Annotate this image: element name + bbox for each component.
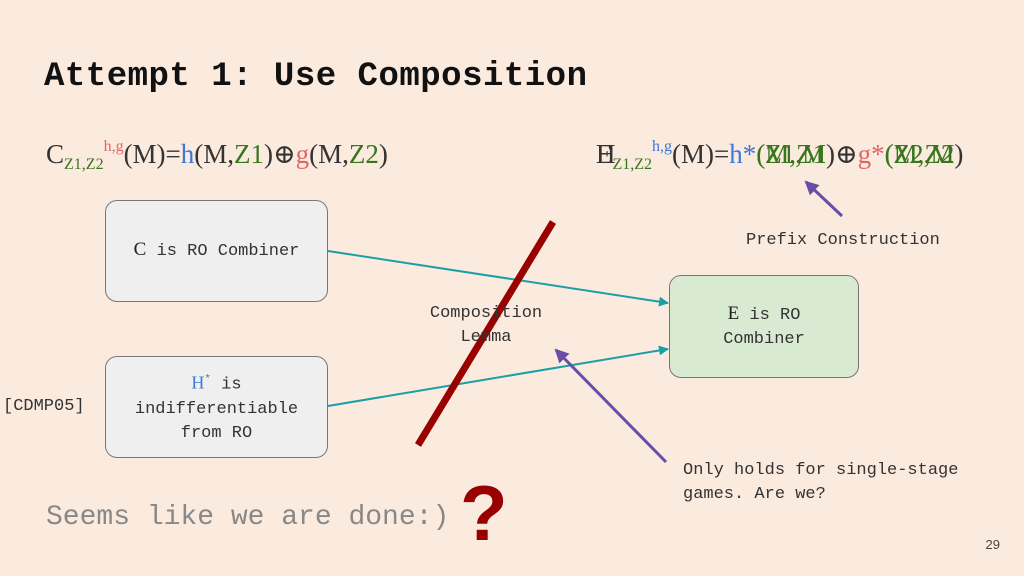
seems-done-text: Seems like we are done:) (46, 502, 450, 533)
red-cross-line (415, 220, 556, 447)
formula-h-under: H (596, 139, 616, 169)
box-e-line1: is RO (739, 305, 801, 325)
formula-right-oplus: )⊕ (826, 139, 858, 169)
box-e-line2: Combiner (723, 329, 805, 349)
box-c-letter: C (133, 239, 147, 260)
formula-right-h-star: h* (729, 139, 757, 169)
formula-left-h: h (180, 139, 195, 169)
formula-right-arg2: (M,Z2(Z2,M (885, 139, 955, 170)
formula-right-arg1: (M,Z1(Z1,M (756, 139, 826, 170)
box-e-letter: E (727, 302, 740, 324)
formula-left-oplus: )⊕ (264, 139, 296, 169)
box-c-combiner-text: C is RO Combiner (134, 238, 300, 264)
formula-left-arg1-open: (M, (194, 139, 235, 169)
box-h-text: H* is indifferentiable from RO (135, 368, 298, 446)
arrow-prefix-construction (804, 180, 844, 218)
box-e-combiner-text: E is RO Combiner (723, 302, 805, 352)
formula-right-m: (M)= (672, 139, 730, 169)
cdmp05-citation: [CDMP05] (3, 397, 85, 416)
formula-left-close: ) (378, 139, 388, 169)
box-h-line1: is (210, 375, 242, 395)
formula-right-g-star: g* (857, 139, 885, 169)
box-e-combiner: E is RO Combiner (669, 275, 859, 378)
box-c-label: is RO Combiner (146, 242, 300, 261)
prefix-construction-label: Prefix Construction (746, 231, 940, 250)
formula-left-g: g (295, 139, 310, 169)
formula-left-m: (M)= (123, 139, 181, 169)
formula-c: C (46, 139, 65, 169)
formula-right-arg1-under: (M,Z1 (756, 139, 827, 169)
formula-right-sup: h,g (652, 138, 673, 155)
question-mark: ? (460, 469, 508, 557)
formula-right-arg2-top: (Z2,M (884, 139, 955, 169)
formula-right-arg2-under: (M,Z2 (884, 139, 955, 169)
only-holds-line1: Only holds for single-stage (683, 461, 959, 480)
formula-left-sub: Z1,Z2 (64, 156, 104, 173)
box-h-indifferentiable: H* is indifferentiable from RO (105, 356, 328, 458)
formula-right-sub: Z1,Z2 (612, 156, 653, 173)
box-c-combiner: C is RO Combiner (105, 200, 328, 302)
composition-lemma-line1: Composition (429, 304, 543, 323)
box-h-star: * (204, 374, 211, 387)
arrow-c-to-e (327, 250, 669, 307)
formula-left-arg2-open: (M, (309, 139, 349, 169)
formula-left-z1: Z1 (234, 139, 265, 169)
formula-e: E (596, 139, 613, 169)
formula-left-z2: Z2 (348, 139, 379, 169)
arrow-only-holds (554, 348, 668, 464)
formula-left: CZ1,Z2h,g(M)=h(M,Z1)⊕g(M,Z2) (46, 138, 388, 174)
slide-title: Attempt 1: Use Composition (44, 58, 588, 96)
formula-left-sup: h,g (103, 138, 124, 155)
composition-lemma-line2: Lemma (460, 328, 512, 347)
composition-lemma-label: Composition Lemma (416, 302, 556, 350)
box-h-line3: from RO (180, 423, 253, 443)
box-h-line2: indifferentiable (134, 399, 299, 419)
box-h-letter: H (191, 372, 205, 393)
only-holds-note: Only holds for single-stage games. Are w… (683, 459, 958, 507)
page-number: 29 (985, 537, 1000, 552)
only-holds-line2: games. Are we? (683, 485, 826, 504)
arrow-h-to-e (327, 345, 669, 407)
formula-right-arg1-top: (Z1,M (756, 139, 827, 169)
formula-right-close: ) (954, 139, 964, 169)
